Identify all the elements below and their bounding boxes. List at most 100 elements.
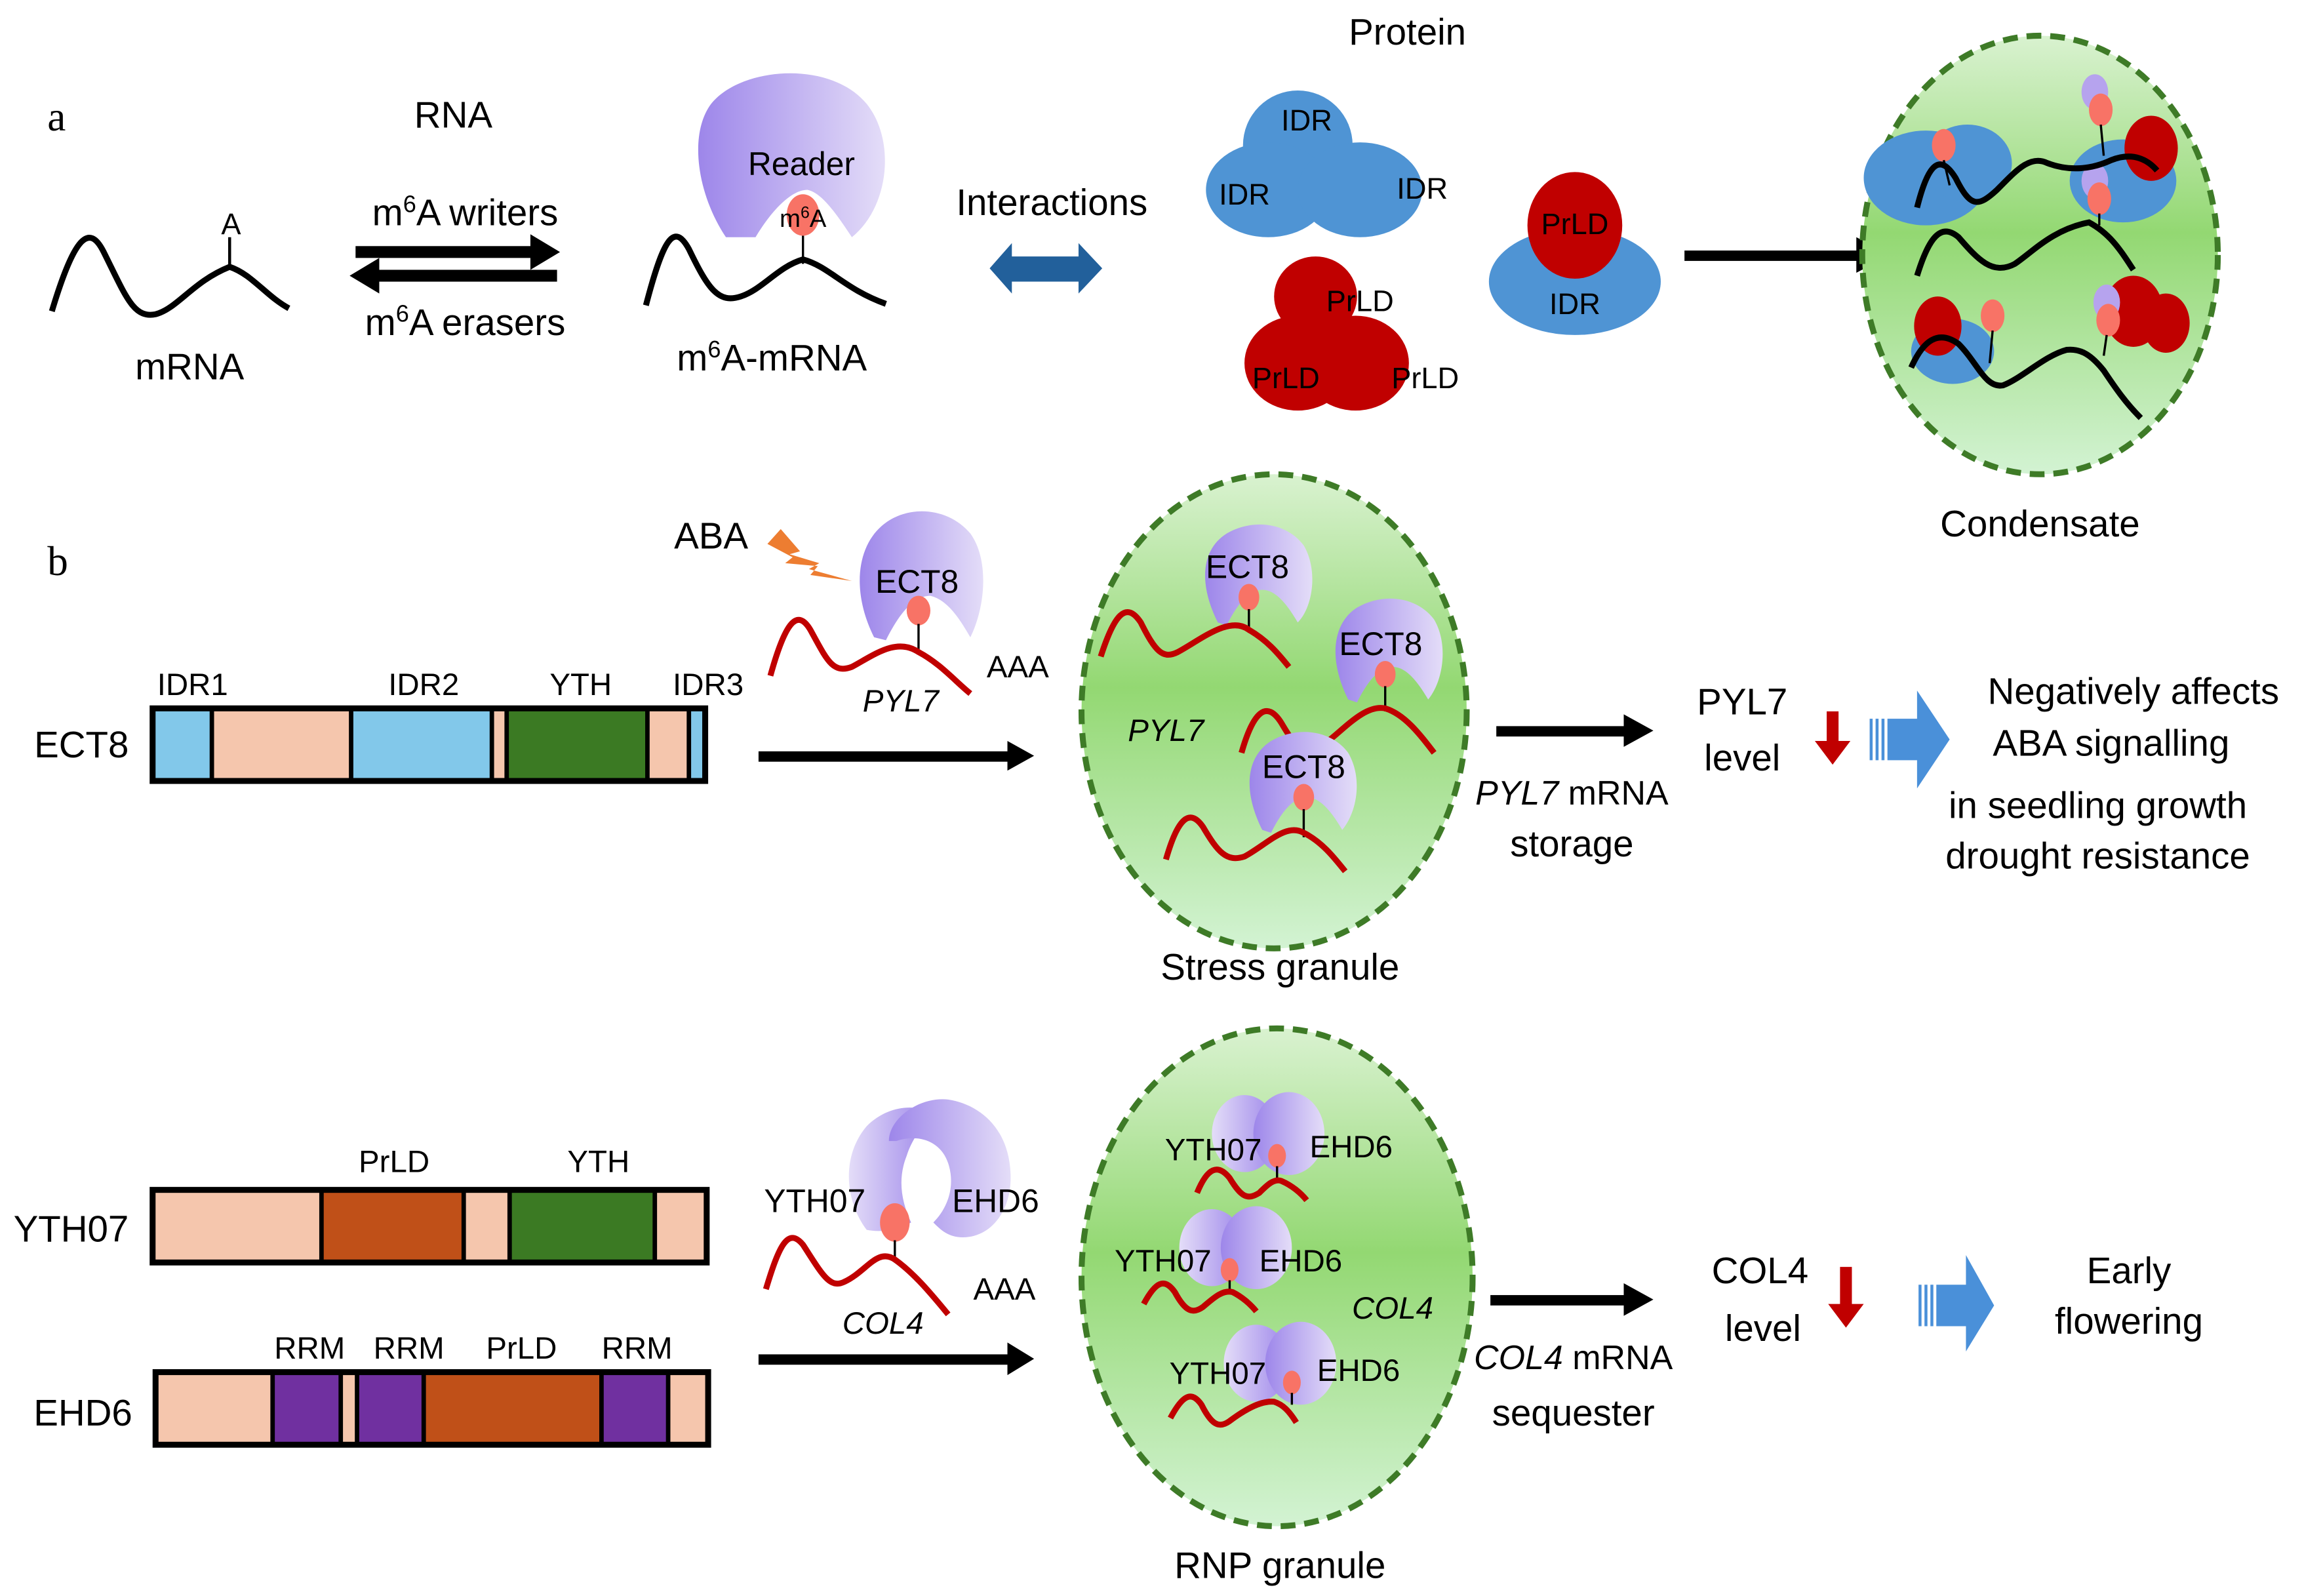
rnp-complex-1-left: YTH07 (1165, 1132, 1262, 1167)
ehd6-name: EHD6 (33, 1392, 132, 1433)
rnp-complex-1 (1194, 1092, 1325, 1203)
col4-transcript-label: COL4 (843, 1306, 924, 1341)
ect8-reader-label: ECT8 (875, 563, 959, 600)
reader-protein (698, 73, 885, 237)
reverse-arrow (349, 258, 557, 294)
rnp-granule-label: RNP granule (1174, 1545, 1385, 1586)
rnp-granule-transcript: COL4 (1352, 1291, 1433, 1326)
ect8-domain-idr2: IDR2 (388, 668, 459, 702)
pyl7-storage-line2: storage (1510, 823, 1633, 864)
idr-cluster (1206, 90, 1423, 237)
rnp-complex-3-left: YTH07 (1170, 1357, 1267, 1391)
interaction-double-arrow (989, 243, 1103, 294)
condensate-contents (1863, 74, 2190, 420)
yth07-domain-bar (149, 1187, 710, 1266)
stress-granule-label: Stress granule (1161, 946, 1399, 988)
panel-a-label: a (47, 94, 66, 140)
col4-rna-strand (763, 1235, 951, 1317)
ehd6-domain-rrm2: RRM (374, 1331, 445, 1366)
arrow-to-rnp-granule (758, 1342, 1035, 1376)
prld-cluster (1244, 256, 1409, 411)
interactions-label: Interactions (956, 182, 1147, 223)
ect8-name: ECT8 (34, 724, 129, 765)
rnp-complex-3-right: EHD6 (1317, 1353, 1400, 1388)
pyl7-outcome-line4: drought resistance (1945, 835, 2250, 876)
pyl7-polya: AAA (987, 650, 1049, 685)
rnp-complex-2 (1141, 1206, 1292, 1314)
prld-label-left: PrLD (1252, 361, 1320, 395)
ect8-domain-idr3: IDR3 (673, 668, 744, 702)
m6a-mrna-strand (643, 233, 887, 307)
rnp-complex-1-right: EHD6 (1309, 1130, 1393, 1165)
pyl7-storage-line1: PYL7 mRNA (1475, 774, 1669, 812)
stress-granule-reader-3-label: ECT8 (1262, 748, 1345, 785)
mrna-caption: mRNA (135, 346, 245, 388)
rnp-complex-2-left: YTH07 (1115, 1244, 1212, 1279)
pyl7-transcript-label: PYL7 (863, 684, 940, 719)
prld-idr-pair (1488, 172, 1661, 335)
stress-granule-reader-1 (1098, 524, 1313, 669)
col4-m6a-dot (880, 1203, 910, 1242)
forward-arrow (355, 234, 561, 270)
yth07-name: YTH07 (14, 1208, 129, 1250)
ehd6-domain-prld: PrLD (486, 1331, 557, 1366)
stress-granule-reader-3 (1162, 732, 1357, 873)
aba-label: ABA (674, 515, 748, 556)
condensate-label: Condensate (1940, 503, 2140, 544)
ect8-reader (860, 511, 983, 641)
col4-level-line1: COL4 (1712, 1250, 1809, 1291)
prld-idr-pair-top: PrLD (1541, 207, 1608, 241)
ehd6-domain-rrm1: RRM (274, 1331, 345, 1366)
prld-idr-pair-bottom: IDR (1549, 287, 1600, 321)
pyl7-m6a-dot (906, 595, 931, 626)
rnp-complex-2-right: EHD6 (1260, 1244, 1343, 1279)
pyl7-outcome-arrow-icon (1869, 690, 1950, 789)
arrow-to-pyl7-level (1496, 714, 1654, 748)
complex-left-label: YTH07 (764, 1183, 865, 1220)
idr-label-right: IDR (1397, 172, 1448, 205)
m6a-dot (786, 194, 820, 236)
writers-label: m6A writers (372, 190, 559, 233)
mrna-strand (49, 235, 290, 318)
pyl7-outcome-line2: ABA signalling (1993, 723, 2229, 764)
pyl7-outcome-line3: in seedling growth (1949, 785, 2247, 826)
col4-sequester-line2: sequester (1492, 1392, 1655, 1433)
aba-lightning-bolt-icon (767, 529, 852, 581)
arrow-to-stress-granule (758, 741, 1035, 771)
prld-label-top: PrLD (1326, 285, 1394, 318)
stress-granule-reader-2-label: ECT8 (1339, 626, 1422, 662)
prld-label-right: PrLD (1391, 361, 1459, 395)
protein-heading: Protein (1349, 11, 1466, 52)
condensate (1859, 32, 2221, 477)
rna-heading: RNA (414, 94, 493, 136)
stress-granule-reader-1-label: ECT8 (1206, 548, 1289, 585)
yth07-domain-prld: PrLD (359, 1145, 429, 1180)
complex-right-label: EHD6 (952, 1183, 1039, 1220)
col4-sequester-line1: COL4 mRNA (1474, 1339, 1673, 1377)
idr-label-top: IDR (1281, 104, 1332, 137)
pyl7-rna-strand (767, 616, 972, 696)
col4-down-arrow-icon (1828, 1267, 1864, 1328)
erasers-label: m6A erasers (365, 300, 566, 343)
ect8-domain-bar (149, 705, 709, 784)
reader-label: Reader (748, 146, 855, 182)
ehd6-domain-bar (152, 1369, 711, 1448)
arrow-to-col4-level (1490, 1283, 1654, 1316)
panel-b-label: b (47, 538, 68, 584)
pyl7-level-line2: level (1704, 737, 1780, 778)
col4-polya: AAA (974, 1272, 1036, 1307)
pyl7-down-arrow-icon (1814, 711, 1851, 765)
m6a-mrna-caption: m6A-mRNA (677, 336, 867, 378)
rnp-complex-3 (1168, 1321, 1337, 1428)
ect8-domain-idr1: IDR1 (157, 668, 228, 702)
col4-outcome-line1: Early (2087, 1250, 2172, 1291)
idr-label-left: IDR (1219, 178, 1270, 211)
col4-level-line2: level (1725, 1307, 1801, 1349)
ehd6-domain-rrm3: RRM (602, 1331, 673, 1366)
ect8-domain-yth: YTH (549, 668, 612, 702)
pyl7-outcome-line1: Negatively affects (1987, 671, 2279, 712)
mrna-site-label: A (221, 207, 241, 241)
yth07-ehd6-complex (848, 1099, 1011, 1237)
pyl7-level-line1: PYL7 (1697, 681, 1787, 722)
